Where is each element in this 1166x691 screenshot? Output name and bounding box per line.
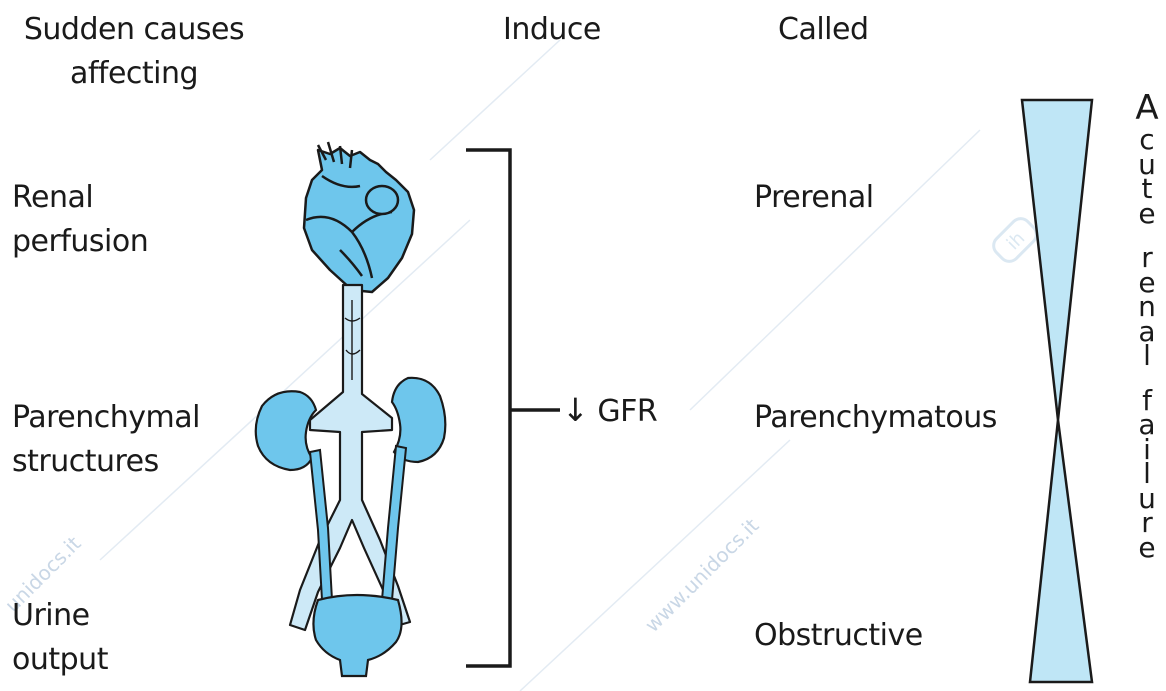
vertical-letter: e <box>1130 202 1164 227</box>
kidney-left-icon <box>256 391 316 470</box>
bladder-icon <box>313 595 401 676</box>
watermark-logo: ih <box>990 215 1041 266</box>
heart-icon <box>304 142 414 292</box>
vertical-title: A c u t e r e n a l f a i l u r e <box>1130 88 1164 560</box>
type-parenchymatous: Parenchymatous <box>754 396 997 440</box>
header-causes: Sudden causes affecting <box>14 8 254 96</box>
cause-urine-output: Urine output <box>12 594 108 682</box>
vertical-letter: l <box>1130 344 1164 369</box>
type-obstructive: Obstructive <box>754 614 923 658</box>
down-arrow-icon: ↓ <box>562 391 588 429</box>
cause-renal-perfusion: Renal perfusion <box>12 176 148 264</box>
bracket <box>466 150 560 666</box>
header-induce: Induce <box>503 8 601 52</box>
vertical-letter: A <box>1130 88 1164 128</box>
type-prerenal: Prerenal <box>754 176 874 220</box>
vertical-letter: e <box>1130 536 1164 561</box>
hourglass-funnel <box>1022 100 1092 682</box>
watermark-lines <box>100 40 980 691</box>
cause-parenchymal-structures: Parenchymal structures <box>12 396 200 484</box>
gfr-label: ↓ GFR <box>562 388 657 434</box>
header-called: Called <box>778 8 869 52</box>
